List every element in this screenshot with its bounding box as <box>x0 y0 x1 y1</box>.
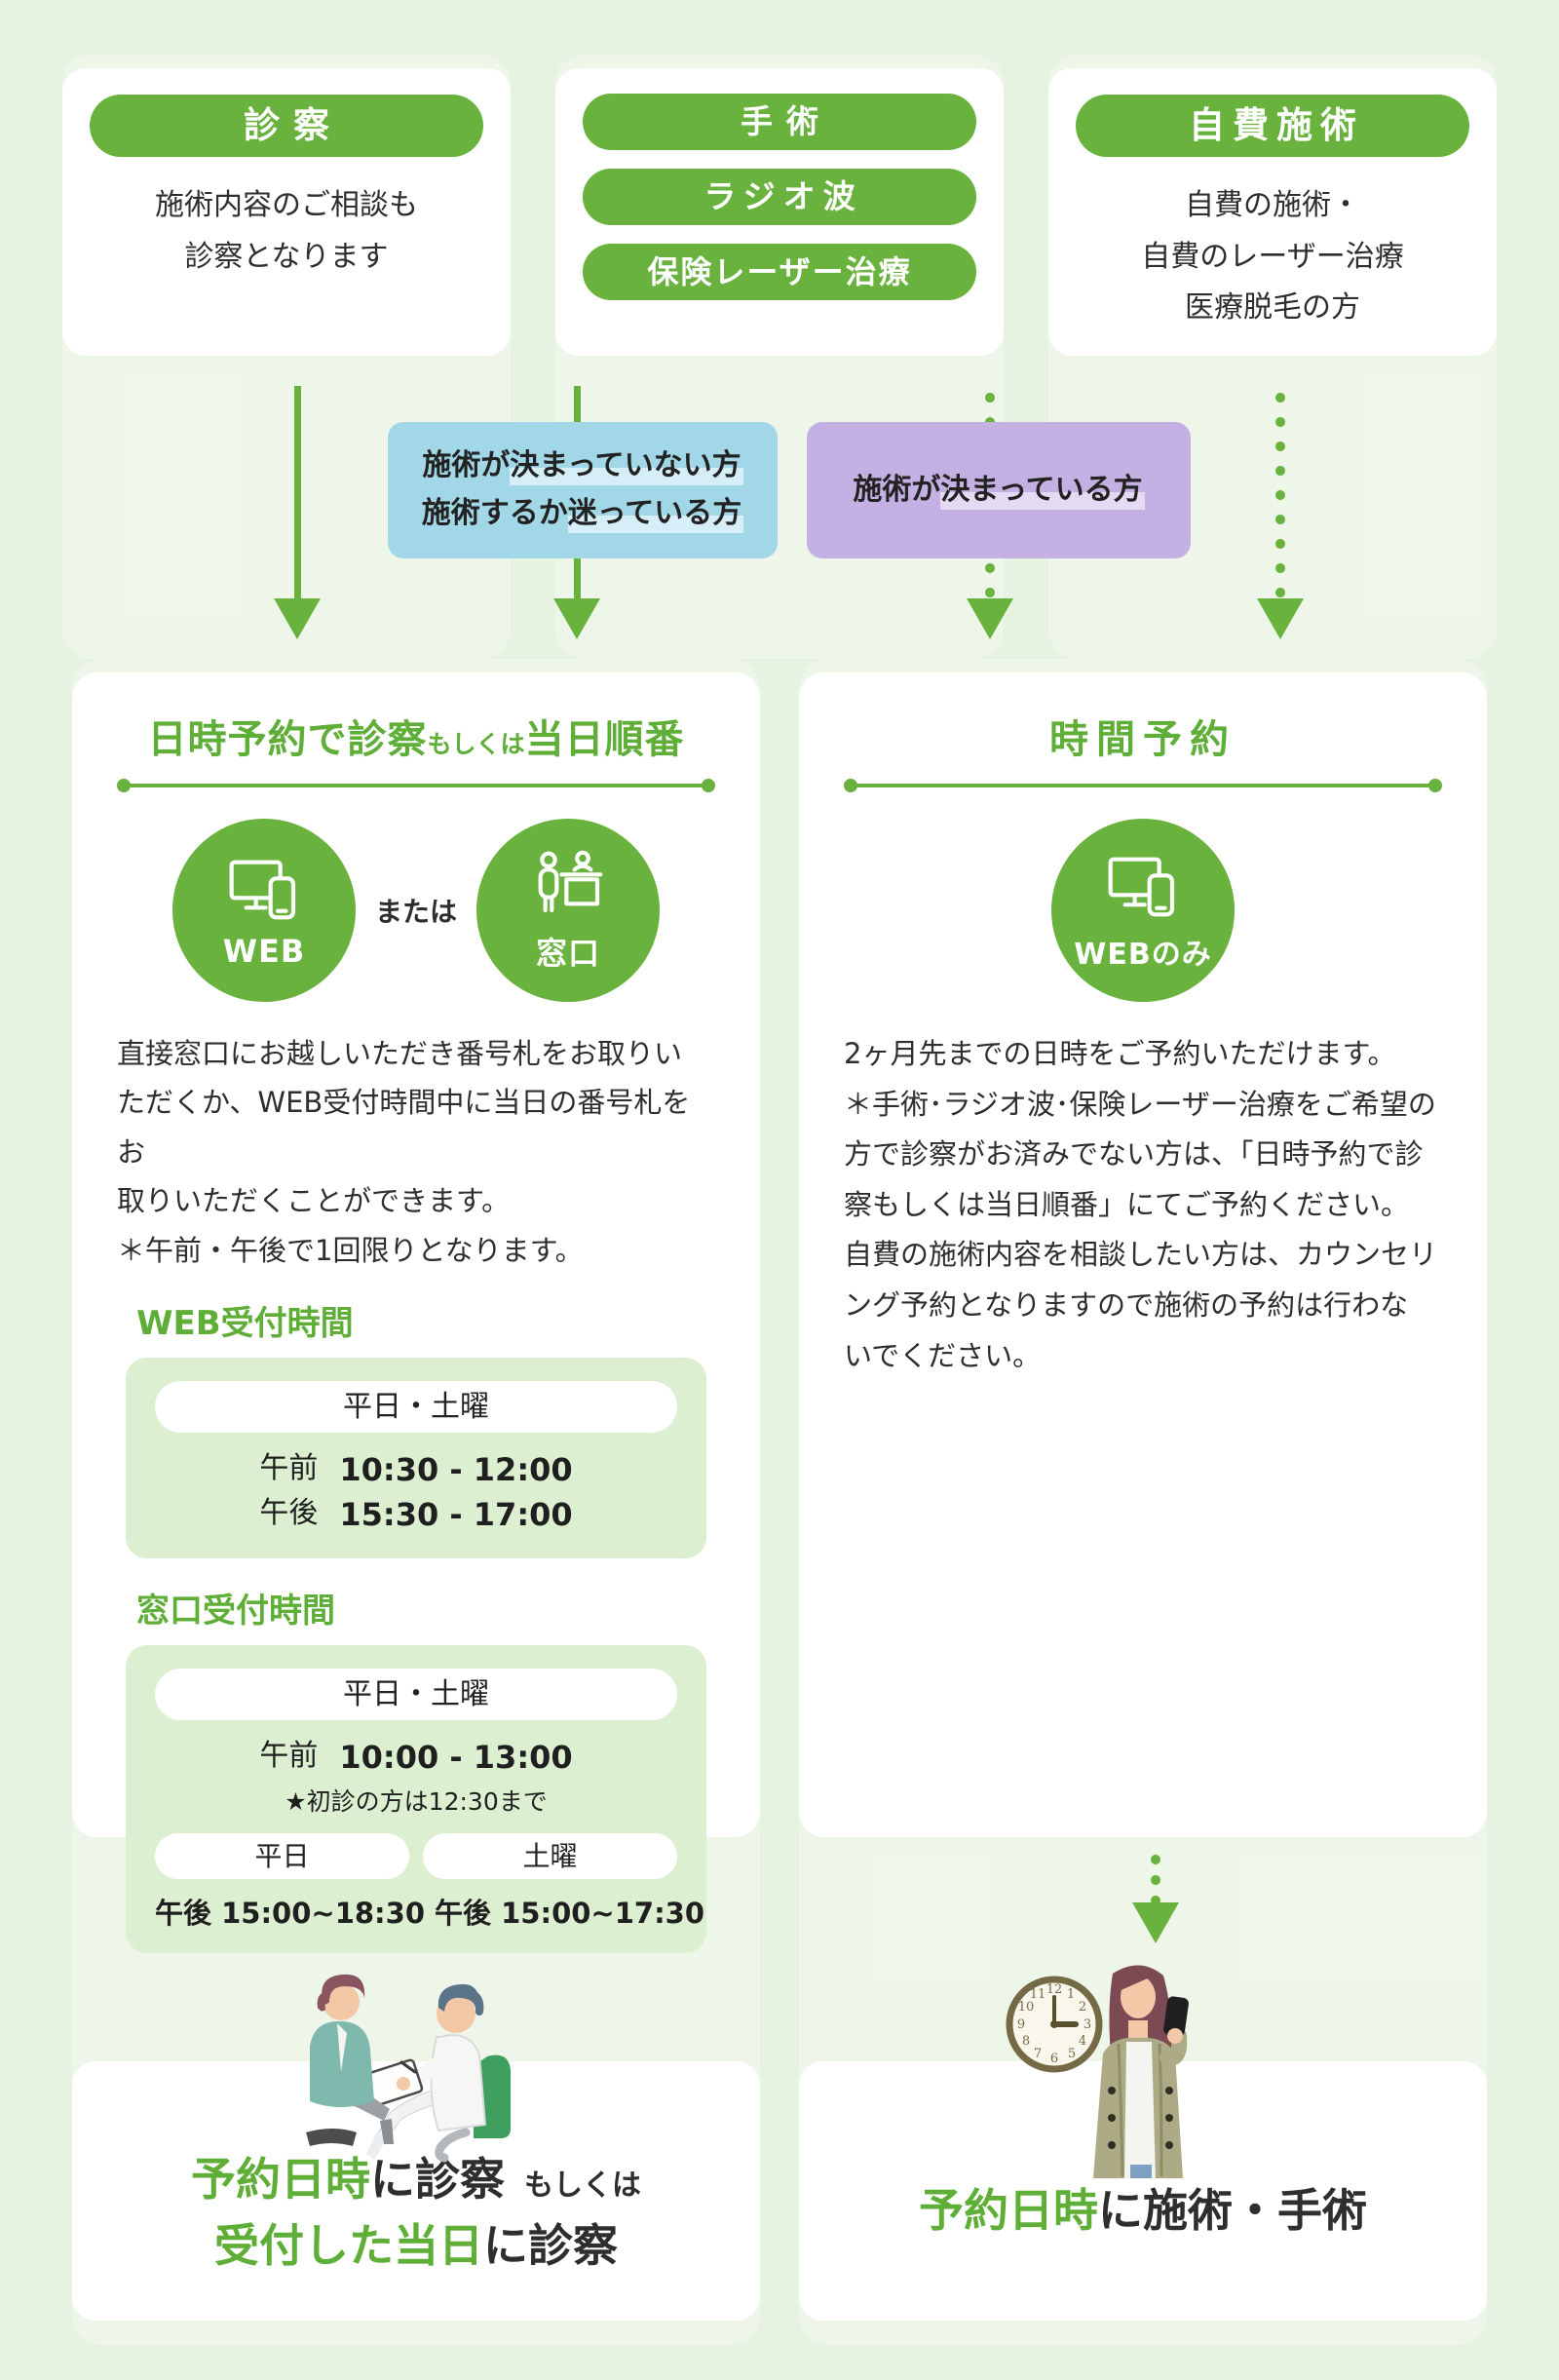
right-flow-title: 時間予約 <box>1049 717 1236 762</box>
counter-hours-heading: 窓口受付時間 <box>136 1592 335 1631</box>
or-label: または <box>374 896 457 928</box>
devices-icon <box>1101 848 1185 926</box>
web-only-method: WEBのみ <box>842 819 1444 1002</box>
card-examination: 診察 施術内容のご相談も 診察となります <box>62 68 511 356</box>
examination-note: 施術内容のご相談も 診察となります <box>155 188 418 274</box>
web-label: WEB <box>222 933 306 970</box>
web-hours-heading: WEB受付時間 <box>136 1304 354 1344</box>
examination-pill: 診察 <box>90 95 483 157</box>
svg-text:5: 5 <box>1068 2047 1076 2061</box>
svg-text:12: 12 <box>1046 1982 1063 1997</box>
self-pay-note: 自費の施術・ 自費のレーザー治療 医療脱毛の方 <box>1141 188 1404 325</box>
counter-label: 窓口 <box>535 935 600 972</box>
left-flow-title: 日時予約で診察もしくは当日順番 <box>147 717 685 762</box>
saturday-pm-time: 午後 15:00~17:30 <box>435 1896 705 1930</box>
dotted-arrow-down-icon <box>1132 1848 1179 1943</box>
reception-methods: WEB または 窓口 <box>115 819 717 1002</box>
branch-decided-line: 施術が決まっている方 <box>853 467 1145 515</box>
web-method-badge: WEB <box>171 819 356 1002</box>
left-flow-description: 直接窓口にお越しいただき番号札をお取りい ただくか、WEB受付時間中に当日の番号… <box>117 1037 691 1267</box>
branch-label-undecided: 施術が決まっていない方 施術するか迷っている方 <box>388 422 778 558</box>
svg-text:10: 10 <box>1018 2000 1035 2015</box>
insurance-laser-pill: 保険レーザー治療 <box>583 244 976 300</box>
card-self-pay: 自費施術 自費の施術・ 自費のレーザー治療 医療脱毛の方 <box>1048 68 1497 356</box>
saturday-pill: 土曜 <box>423 1832 677 1879</box>
svg-text:6: 6 <box>1050 2052 1058 2066</box>
card-time-reservation: 時間予約 WEBのみ 2ヶ月先までの日時をご予約いただけます。 ＊手術･ラジオ波… <box>799 672 1487 1837</box>
counter-method-badge: 窓口 <box>476 819 660 1002</box>
web-only-badge: WEBのみ <box>1051 819 1235 1002</box>
dotted-arrow-down-icon <box>1257 386 1304 639</box>
green-divider <box>844 779 1442 792</box>
outcome-exam-line1: 予約日時に診察もしくは <box>191 2153 641 2206</box>
svg-text:7: 7 <box>1034 2047 1042 2061</box>
doctor-consultation-illustration <box>306 1974 511 2163</box>
devices-icon <box>222 851 306 929</box>
surgery-pill: 手術 <box>583 94 976 150</box>
branch-undecided-line1: 施術が決まっていない方 <box>422 442 743 490</box>
card-surgery-group: 手術 ラジオ波 保険レーザー治療 <box>555 68 1004 356</box>
counter-hours-day-pills: 平日 土曜 <box>155 1832 677 1879</box>
right-flow-description: 2ヶ月先までの日時をご予約いただけます。 ＊手術･ラジオ波･保険レーザー治療をご… <box>844 1037 1438 1372</box>
svg-text:3: 3 <box>1084 2017 1091 2032</box>
counter-hours-pm-times: 午後 15:00~18:30 午後 15:00~17:30 <box>155 1891 704 1932</box>
radiowave-pill: ラジオ波 <box>583 169 976 225</box>
card-dated-or-sameday-exam: 日時予約で診察もしくは当日順番 WEB または <box>72 672 760 1953</box>
branch-undecided-line2: 施術するか迷っている方 <box>422 490 744 538</box>
green-divider <box>117 779 715 792</box>
svg-text:1: 1 <box>1067 1987 1075 2002</box>
web-hours-day-pill: 平日・土曜 <box>155 1381 677 1434</box>
reception-desk-icon <box>526 847 610 925</box>
web-only-label: WEBのみ <box>1074 938 1212 972</box>
svg-text:4: 4 <box>1079 2034 1086 2049</box>
solid-arrow-down-icon <box>274 386 321 639</box>
svg-text:8: 8 <box>1022 2034 1030 2049</box>
weekday-pm-time: 午後 15:00~18:30 <box>155 1896 426 1930</box>
first-visit-note: ★初診の方は12:30まで <box>285 1786 548 1816</box>
outcome-exam-line2: 受付した当日に診察 <box>214 2219 618 2272</box>
svg-text:11: 11 <box>1030 1987 1046 2002</box>
svg-text:9: 9 <box>1017 2017 1025 2032</box>
outcome-procedure-line: 予約日時に施術・手術 <box>919 2184 1367 2237</box>
svg-text:2: 2 <box>1079 2000 1086 2015</box>
weekday-pill: 平日 <box>155 1832 409 1879</box>
self-pay-pill: 自費施術 <box>1076 95 1469 157</box>
branch-label-decided: 施術が決まっている方 <box>807 422 1191 558</box>
counter-hours-day-pill: 平日・土曜 <box>155 1669 677 1721</box>
